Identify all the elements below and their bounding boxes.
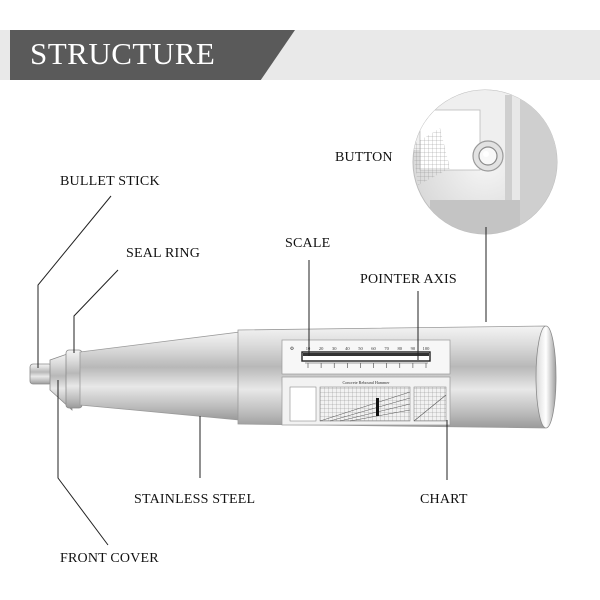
leader-lines — [37, 195, 487, 546]
bullet-stick — [29, 363, 53, 385]
chart-marker — [376, 398, 379, 416]
banner-title-plate — [10, 30, 295, 80]
seal-ring-leader — [73, 269, 119, 353]
chart-title: Concrete Rebound Hammer — [343, 380, 391, 385]
scale-tick-label: 90 — [411, 346, 416, 351]
label-scale: SCALE — [285, 236, 331, 251]
end-cap — [535, 325, 557, 429]
label-button: BUTTON — [335, 150, 393, 165]
rebound-hammer: 10 20 30 40 50 60 70 80 90 100 Ф Concrete Rebound… — [29, 325, 557, 429]
scale-left-mark: Ф — [290, 347, 294, 352]
label-bullet-stick: BULLET STICK — [60, 174, 160, 189]
bullet-stick-leader — [37, 195, 112, 368]
button-zoom-view — [412, 89, 558, 235]
scale-tick-label: 40 — [345, 346, 350, 351]
scale-tick-label: 10 — [306, 346, 311, 351]
button-icon — [472, 140, 504, 172]
structure-banner: STRUCTURE — [0, 30, 600, 80]
scale-ticks: 10 20 30 40 50 60 70 80 90 100 — [306, 346, 430, 368]
scale-tick-label: 50 — [358, 346, 363, 351]
scale-tick-label: 60 — [371, 346, 376, 351]
chart-panel: Concrete Rebound Hammer — [281, 376, 451, 426]
scale-tick-label: 100 — [423, 346, 431, 351]
scale-tick-label: 80 — [398, 346, 403, 351]
scale-window: 10 20 30 40 50 60 70 80 90 100 Ф — [281, 339, 451, 375]
scale-tick-label: 20 — [319, 346, 324, 351]
label-seal-ring: SEAL RING — [126, 246, 201, 261]
scale-tick-label: 70 — [384, 346, 389, 351]
label-chart: CHART — [420, 492, 468, 507]
label-stainless-steel: STAINLESS STEEL — [134, 492, 256, 507]
banner-title: STRUCTURE — [30, 36, 216, 71]
scale-tick-label: 30 — [332, 346, 337, 351]
front-cover-leader — [57, 380, 109, 546]
label-pointer-axis: POINTER AXIS — [360, 272, 457, 287]
label-front-cover: FRONT COVER — [60, 551, 159, 566]
tapered-body — [79, 331, 241, 421]
